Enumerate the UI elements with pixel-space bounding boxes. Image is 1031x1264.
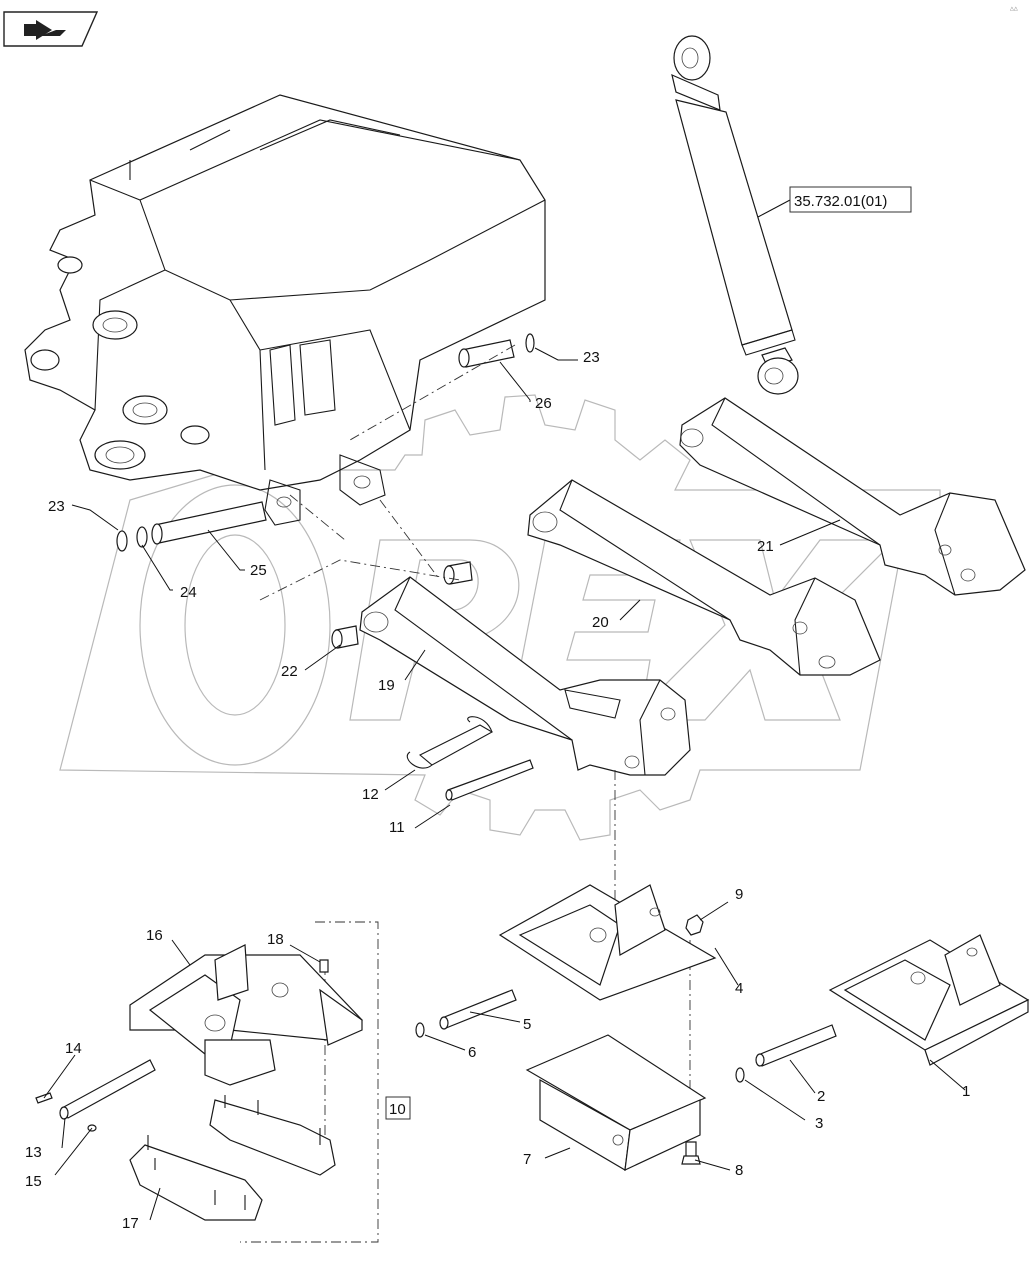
callout-11: 11: [389, 819, 405, 836]
callout-18: 18: [267, 931, 284, 948]
callout-12: 12: [362, 786, 379, 803]
callout-8: 8: [735, 1162, 743, 1179]
callout-23-upper: 23: [583, 349, 600, 366]
callout-17: 17: [122, 1215, 139, 1232]
ring-23-left: [116, 530, 128, 552]
callout-14: 14: [65, 1040, 82, 1057]
nut-9: [685, 914, 704, 936]
callout-7: 7: [523, 1151, 531, 1168]
callout-9: 9: [735, 886, 743, 903]
callout-26: 26: [535, 395, 552, 412]
bracket-1: [828, 934, 1030, 1066]
callout-25: 25: [250, 562, 267, 579]
ring-6: [415, 1022, 425, 1038]
engine-mount-16: [129, 944, 363, 1086]
callout-2: 2: [817, 1088, 825, 1105]
mount-block-7: [525, 1034, 707, 1172]
reference-link[interactable]: 35.732.01(01): [789, 186, 912, 213]
pin-2: [755, 1024, 837, 1067]
callout-19: 19: [378, 677, 395, 694]
bolt-8: [681, 1141, 701, 1165]
pin-11: [445, 759, 534, 801]
group-10-box[interactable]: 10: [385, 1096, 411, 1120]
ring-24: [136, 526, 148, 548]
pin-5: [439, 989, 517, 1030]
arm-20: [527, 479, 881, 676]
ring-23-upper: [525, 333, 535, 353]
bracket-4: [498, 884, 717, 1001]
pin-26: [458, 339, 515, 368]
arm-19: [359, 576, 691, 776]
callout-16: 16: [146, 927, 163, 944]
nav-back-icon[interactable]: [3, 11, 99, 47]
ring-3: [735, 1067, 745, 1083]
callout-6: 6: [468, 1044, 476, 1061]
callout-21: 21: [757, 538, 774, 555]
hydraulic-cylinder: [671, 35, 799, 395]
callout-20: 20: [592, 614, 609, 631]
leader-lines: [43, 199, 966, 1221]
callout-1: 1: [962, 1083, 970, 1100]
callout-3: 3: [815, 1115, 823, 1132]
spring-clip-12: [406, 716, 494, 769]
callout-23-left: 23: [48, 498, 65, 515]
callout-24: 24: [180, 584, 197, 601]
callout-15: 15: [25, 1173, 42, 1190]
corner-mark-icon: △△: [1010, 6, 1018, 12]
callout-5: 5: [523, 1016, 531, 1033]
callout-labels: 1 2 3 4 5 6 7 8 9 11 12 13 14 15 16 17 1…: [25, 349, 970, 1232]
group-10-label: 10: [389, 1101, 406, 1118]
arm-21: [679, 397, 1026, 596]
pin-25: [151, 501, 267, 545]
callout-13: 13: [25, 1144, 42, 1161]
pad-17: [129, 1095, 336, 1221]
callout-22: 22: [281, 663, 298, 680]
pin-13: [59, 1059, 156, 1120]
reference-label[interactable]: 35.732.01(01): [794, 193, 887, 210]
callout-4: 4: [735, 980, 743, 997]
chassis-frame: [24, 94, 546, 526]
bolt-18: [319, 959, 329, 973]
